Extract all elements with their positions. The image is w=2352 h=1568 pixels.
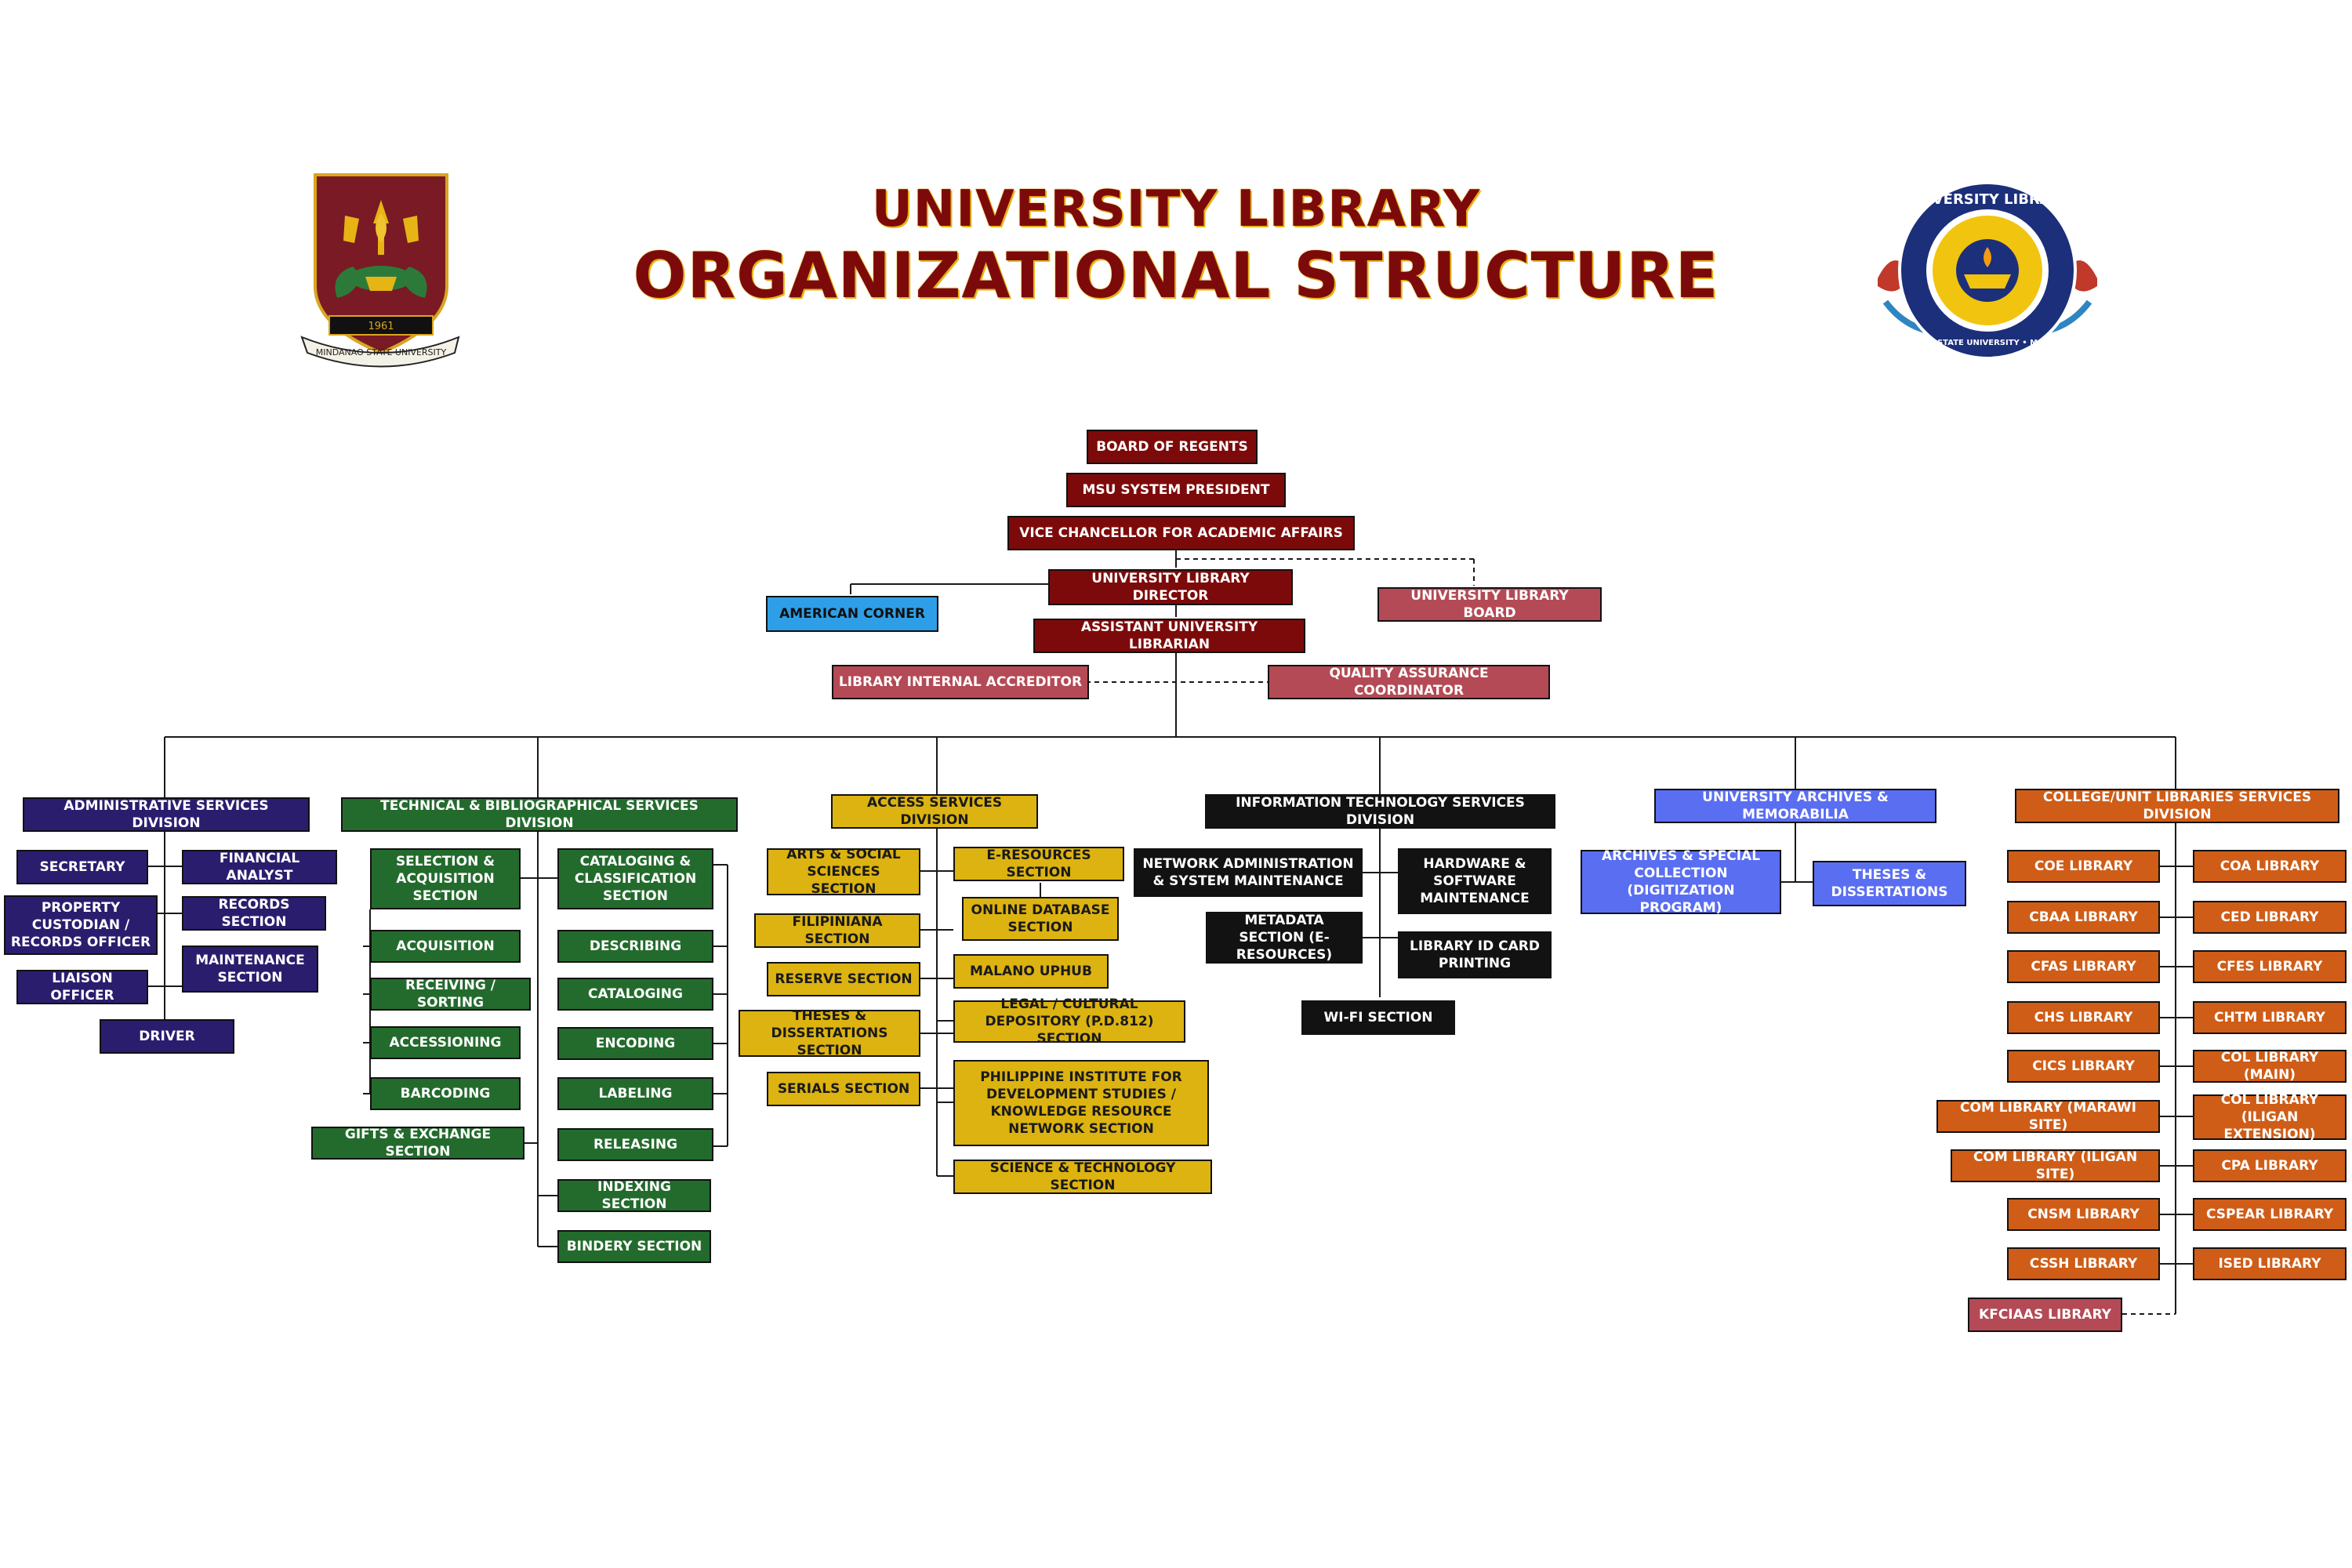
college-library-left-box[interactable]: CFAS LIBRARY	[2007, 950, 2160, 983]
american-corner-box[interactable]: AMERICAN CORNER	[766, 596, 938, 632]
archives-special-collection-box[interactable]: ARCHIVES & SPECIAL COLLECTION (DIGITIZAT…	[1581, 848, 1781, 916]
cataloging-classification-box[interactable]: CATALOGING & CLASSIFICATION SECTION	[557, 848, 713, 909]
liaison-officer-box[interactable]: LIAISON OFFICER	[16, 970, 148, 1004]
qa-coordinator-box[interactable]: QUALITY ASSURANCE COORDINATOR	[1268, 665, 1550, 699]
college-library-left-box[interactable]: CICS LIBRARY	[2007, 1050, 2160, 1083]
theses-dissertations-box[interactable]: THESES & DISSERTATIONS SECTION	[739, 1008, 920, 1058]
property-custodian-box[interactable]: PROPERTY CUSTODIAN / RECORDS OFFICER	[4, 895, 158, 955]
assistant-librarian-box[interactable]: ASSISTANT UNIVERSITY LIBRARIAN	[1033, 619, 1305, 653]
indexing-section-box[interactable]: INDEXING SECTION	[557, 1179, 711, 1212]
science-technology-box[interactable]: SCIENCE & TECHNOLOGY SECTION	[953, 1160, 1212, 1194]
reserve-section-box[interactable]: RESERVE SECTION	[767, 962, 920, 996]
serials-section-box[interactable]: SERIALS SECTION	[767, 1072, 920, 1106]
gifts-exchange-box[interactable]: GIFTS & EXCHANGE SECTION	[311, 1127, 524, 1160]
releasing-box[interactable]: RELEASING	[557, 1128, 713, 1161]
admin-division-box[interactable]: ADMINISTRATIVE SERVICES DIVISION	[23, 797, 310, 832]
library-board-box[interactable]: UNIVERSITY LIBRARY BOARD	[1377, 587, 1602, 622]
accessioning-box[interactable]: ACCESSIONING	[370, 1026, 521, 1059]
seal-banner: MINDANAO STATE UNIVERSITY	[316, 347, 447, 358]
archives-division-box[interactable]: UNIVERSITY ARCHIVES & MEMORABILIA	[1654, 789, 1936, 823]
college-library-right-box[interactable]: COL LIBRARY (ILIGAN EXTENSION)	[2193, 1092, 2347, 1142]
library-director-box[interactable]: UNIVERSITY LIBRARY DIRECTOR	[1048, 569, 1293, 605]
secretary-box[interactable]: SECRETARY	[16, 850, 148, 884]
college-library-right-box[interactable]: COA LIBRARY	[2193, 850, 2347, 883]
college-library-left-box[interactable]: COM LIBRARY (MARAWI SITE)	[1936, 1100, 2160, 1133]
college-library-left-box[interactable]: CHS LIBRARY	[2007, 1001, 2160, 1034]
msu-seal-logo: 1961 MINDANAO STATE UNIVERSITY	[300, 173, 460, 368]
financial-analyst-box[interactable]: FINANCIAL ANALYST	[182, 850, 337, 884]
college-library-left-box[interactable]: CSSH LIBRARY	[2007, 1247, 2160, 1280]
bindery-section-box[interactable]: BINDERY SECTION	[557, 1230, 711, 1263]
cataloging-box[interactable]: CATALOGING	[557, 978, 713, 1011]
archives-theses-box[interactable]: THESES & DISSERTATIONS	[1813, 861, 1966, 906]
university-library-seal-logo: UNIVERSITY LIBRARY MINDANAO STATE UNIVER…	[1878, 181, 2097, 360]
metadata-section-box[interactable]: METADATA SECTION (E-RESOURCES)	[1206, 912, 1363, 964]
id-card-printing-box[interactable]: LIBRARY ID CARD PRINTING	[1398, 931, 1552, 978]
college-library-left-box[interactable]: CNSM LIBRARY	[2007, 1198, 2160, 1231]
technical-division-box[interactable]: TECHNICAL & BIBLIOGRAPHICAL SERVICES DIV…	[341, 797, 738, 832]
hardware-software-box[interactable]: HARDWARE & SOFTWARE MAINTENANCE	[1398, 848, 1552, 914]
college-library-left-box[interactable]: CBAA LIBRARY	[2007, 901, 2160, 934]
access-division-box[interactable]: ACCESS SERVICES DIVISION	[831, 794, 1038, 829]
barcoding-box[interactable]: BARCODING	[370, 1077, 521, 1110]
college-library-right-box[interactable]: ISED LIBRARY	[2193, 1247, 2347, 1280]
college-library-right-box[interactable]: CHTM LIBRARY	[2193, 1001, 2347, 1034]
receiving-sorting-box[interactable]: RECEIVING / SORTING	[370, 978, 531, 1011]
seal-ring-bottom: MINDANAO STATE UNIVERSITY • MARAWI CITY	[1886, 339, 2090, 347]
labeling-box[interactable]: LABELING	[557, 1077, 713, 1110]
vice-chancellor-box[interactable]: VICE CHANCELLOR FOR ACADEMIC AFFAIRS	[1007, 516, 1355, 550]
describing-box[interactable]: DESCRIBING	[557, 930, 713, 963]
maintenance-section-box[interactable]: MAINTENANCE SECTION	[182, 946, 318, 993]
records-section-box[interactable]: RECORDS SECTION	[182, 896, 326, 931]
college-library-right-box[interactable]: CPA LIBRARY	[2193, 1149, 2347, 1182]
college-division-box[interactable]: COLLEGE/UNIT LIBRARIES SERVICES DIVISION	[2015, 789, 2339, 823]
college-library-right-box[interactable]: COL LIBRARY (MAIN)	[2193, 1050, 2347, 1083]
legal-depository-box[interactable]: LEGAL / CULTURAL DEPOSITORY (P.D.812) SE…	[953, 996, 1185, 1047]
college-library-right-box[interactable]: CSPEAR LIBRARY	[2193, 1198, 2347, 1231]
arts-social-sciences-box[interactable]: ARTS & SOCIAL SCIENCES SECTION	[767, 847, 920, 897]
pids-krn-box[interactable]: PHILIPPINE INSTITUTE FOR DEVELOPMENT STU…	[953, 1060, 1209, 1146]
title-line-1: UNIVERSITY LIBRARY	[871, 180, 1481, 238]
internal-accreditor-box[interactable]: LIBRARY INTERNAL ACCREDITOR	[832, 665, 1089, 699]
college-library-right-box[interactable]: CFES LIBRARY	[2193, 950, 2347, 983]
filipiniana-box[interactable]: FILIPINIANA SECTION	[754, 913, 920, 948]
malano-uphub-box[interactable]: MALANO UPHUB	[953, 954, 1109, 989]
driver-box[interactable]: DRIVER	[100, 1019, 234, 1054]
acquisition-box[interactable]: ACQUISITION	[370, 930, 521, 963]
college-library-right-box[interactable]: CED LIBRARY	[2193, 901, 2347, 934]
encoding-box[interactable]: ENCODING	[557, 1027, 713, 1060]
college-library-left-box[interactable]: COM LIBRARY (ILIGAN SITE)	[1951, 1149, 2160, 1182]
network-admin-box[interactable]: NETWORK ADMINISTRATION & SYSTEM MAINTENA…	[1134, 848, 1363, 897]
seal-year: 1961	[368, 321, 394, 332]
msu-president-box[interactable]: MSU SYSTEM PRESIDENT	[1066, 473, 1286, 507]
board-of-regents-box[interactable]: BOARD OF REGENTS	[1087, 430, 1258, 464]
college-library-left-box[interactable]: COE LIBRARY	[2007, 850, 2160, 883]
eresources-section-box[interactable]: E-RESOURCES SECTION	[953, 847, 1124, 881]
selection-acquisition-box[interactable]: SELECTION & ACQUISITION SECTION	[370, 848, 521, 909]
seal-ring-top: UNIVERSITY LIBRARY	[1904, 191, 2071, 208]
title-line-2: ORGANIZATIONAL STRUCTURE	[633, 239, 1719, 312]
kfciaas-library-box[interactable]: KFCIAAS LIBRARY	[1968, 1298, 2122, 1332]
online-database-box[interactable]: ONLINE DATABASE SECTION	[962, 897, 1119, 941]
wifi-section-box[interactable]: WI-FI SECTION	[1301, 1000, 1455, 1035]
it-division-box[interactable]: INFORMATION TECHNOLOGY SERVICES DIVISION	[1205, 794, 1555, 829]
